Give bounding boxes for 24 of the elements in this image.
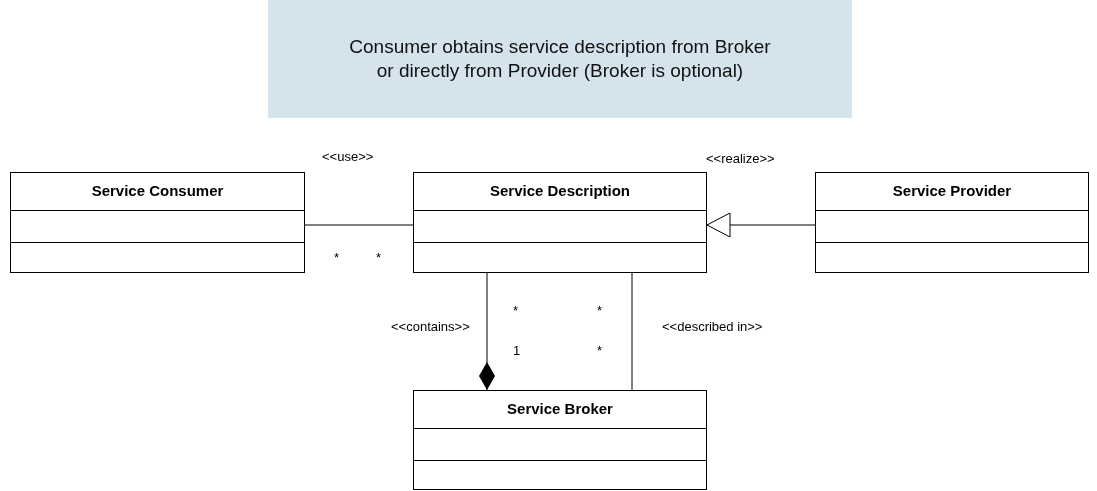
edge-label: <<use>> bbox=[322, 148, 374, 166]
class-box bbox=[413, 172, 707, 273]
note-text: Consumer obtains service description from Broker or directly from Provider (Broker is optional) bbox=[348, 35, 772, 83]
edge-label: <<contains>> bbox=[391, 318, 470, 336]
class-box bbox=[10, 172, 305, 273]
multiplicity-label: 1 bbox=[513, 342, 521, 360]
multiplicity-label: * bbox=[597, 342, 603, 360]
composition-line bbox=[479, 272, 495, 391]
note-box bbox=[268, 0, 852, 118]
multiplicity-label: * bbox=[597, 302, 603, 320]
class-name: Service Description bbox=[489, 181, 631, 202]
multiplicity-label: * bbox=[334, 249, 340, 267]
class-name: Service Consumer bbox=[91, 181, 224, 202]
edge-label: <<described in>> bbox=[662, 318, 763, 336]
class-name: Service Broker bbox=[507, 399, 613, 420]
realization-arrow bbox=[706, 212, 816, 238]
class-name: Service Provider bbox=[892, 181, 1012, 202]
association-line bbox=[304, 224, 414, 226]
edge-label: <<realize>> bbox=[706, 150, 775, 168]
multiplicity-label: * bbox=[376, 249, 382, 267]
class-box bbox=[815, 172, 1089, 273]
class-box bbox=[413, 390, 707, 490]
multiplicity-label: * bbox=[513, 302, 519, 320]
association-line bbox=[631, 272, 633, 391]
